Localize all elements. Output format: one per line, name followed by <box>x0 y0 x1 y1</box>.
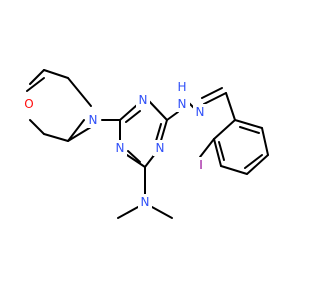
bond-ring-6 <box>213 119 236 140</box>
bond-tri-double-1 <box>125 110 141 123</box>
atom-triazine-n5: N <box>116 141 125 155</box>
molecule-structure-diagram: O N N N N N N H N I <box>22 69 269 219</box>
atom-triazine-n3: N <box>156 141 165 155</box>
bond-morph-c1-o <box>26 77 45 92</box>
bond-tri-n1-c2 <box>148 100 168 121</box>
bond-morph-o-c1 <box>29 69 45 85</box>
bond-tri-c3-n5 <box>126 154 146 168</box>
bond-nme2-me1 <box>117 206 139 219</box>
bond-morph-c2-n <box>67 77 92 107</box>
bond-tri-nh <box>166 111 179 121</box>
atom-hydrazone-n: N <box>196 105 205 119</box>
atom-labels: O N N N N N N H N I <box>22 80 207 210</box>
atom-iodine: I <box>199 158 203 172</box>
atom-triazine-n1: N <box>139 93 148 107</box>
bond-ring-double-1 <box>239 126 260 134</box>
atom-hydrazine-h: H <box>177 80 186 94</box>
bond-morph-c4-o <box>29 119 45 135</box>
bond-ring-iodine <box>199 138 215 158</box>
atom-hydrazine-n: N <box>178 97 187 111</box>
bond-ring-double-2 <box>244 154 263 169</box>
bond-morph-c3-c4 <box>43 133 69 142</box>
atom-morpholine-o: O <box>24 97 33 111</box>
bond-tri-double-2 <box>155 123 162 142</box>
bond-morph-c1-c2 <box>43 69 69 79</box>
bond-tri-n3-c3 <box>144 153 156 168</box>
bond-ring-3 <box>246 154 269 175</box>
bond-n-ch <box>203 92 227 105</box>
bond-ring-double-3 <box>218 141 225 161</box>
bond-morph-n-c3b <box>67 119 85 142</box>
bond-ring-2 <box>261 127 269 156</box>
bond-nme2-me2 <box>151 206 173 219</box>
atom-dimethylamino-n: N <box>141 195 150 209</box>
bond-ring-5 <box>213 138 222 167</box>
atom-morpholine-n: N <box>89 113 98 127</box>
bond-ring-4 <box>220 165 248 175</box>
bond-n-ch-double <box>201 87 223 99</box>
bond-morph-n-c3 <box>67 126 92 142</box>
bond-ch-ring <box>225 92 236 121</box>
bond-tri-c1-n1 <box>119 104 138 121</box>
bond-tri-double-3 <box>127 150 141 163</box>
bond-ring-1 <box>234 119 263 129</box>
